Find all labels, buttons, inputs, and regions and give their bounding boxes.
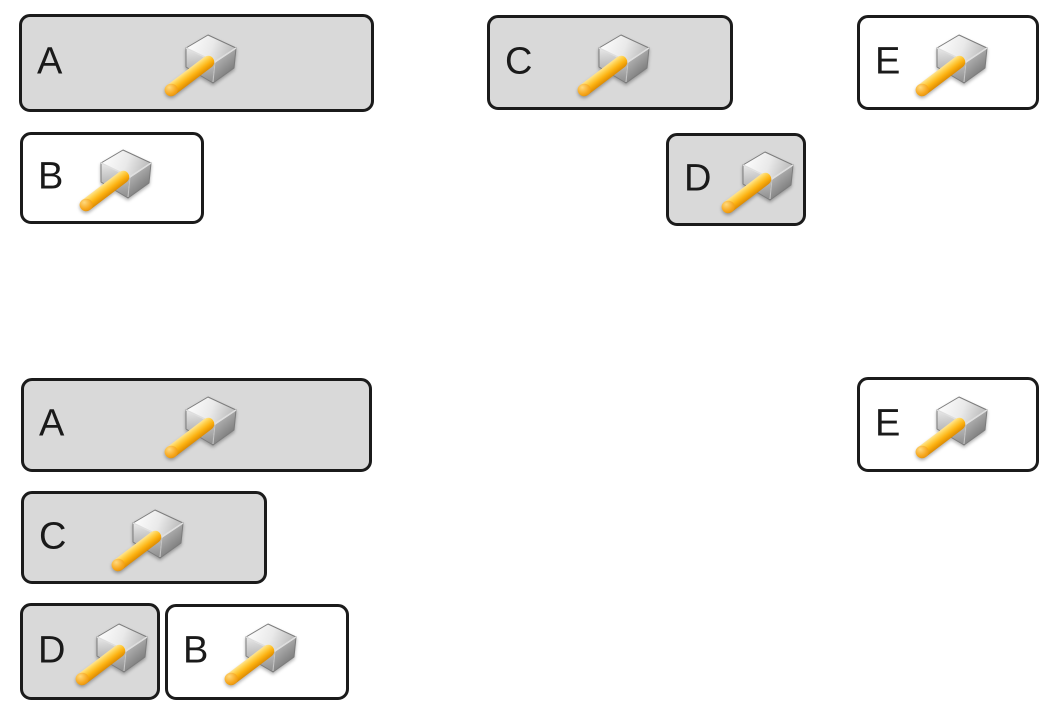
box-label: E [875,401,901,444]
box-label: B [38,155,64,198]
box-d-bottom[interactable]: D [20,603,160,700]
hammer-icon [105,508,189,574]
box-a-bottom[interactable]: A [21,378,372,472]
box-d-top[interactable]: D [666,133,806,226]
box-label: D [38,628,66,671]
hammer-icon [158,395,242,461]
hammer-icon [909,33,993,99]
box-label: A [37,40,63,83]
hammer-icon [909,395,993,461]
box-e-top[interactable]: E [857,15,1039,110]
box-e-bottom[interactable]: E [857,377,1039,472]
hammer-icon [571,33,655,99]
hammer-icon [69,622,153,688]
box-label: A [39,402,65,445]
box-label: D [684,156,712,199]
hammer-icon [715,150,799,216]
hammer-icon [73,148,157,214]
box-c-top[interactable]: C [487,15,733,110]
box-label: C [39,514,67,557]
box-label: B [183,629,209,672]
box-label: E [875,39,901,82]
hammer-icon [218,622,302,688]
box-b-top[interactable]: B [20,132,204,224]
hammer-icon [158,33,242,99]
box-a-top[interactable]: A [19,14,374,112]
box-c-bottom[interactable]: C [21,491,267,584]
box-label: C [505,39,533,82]
box-b-bottom[interactable]: B [165,604,349,700]
